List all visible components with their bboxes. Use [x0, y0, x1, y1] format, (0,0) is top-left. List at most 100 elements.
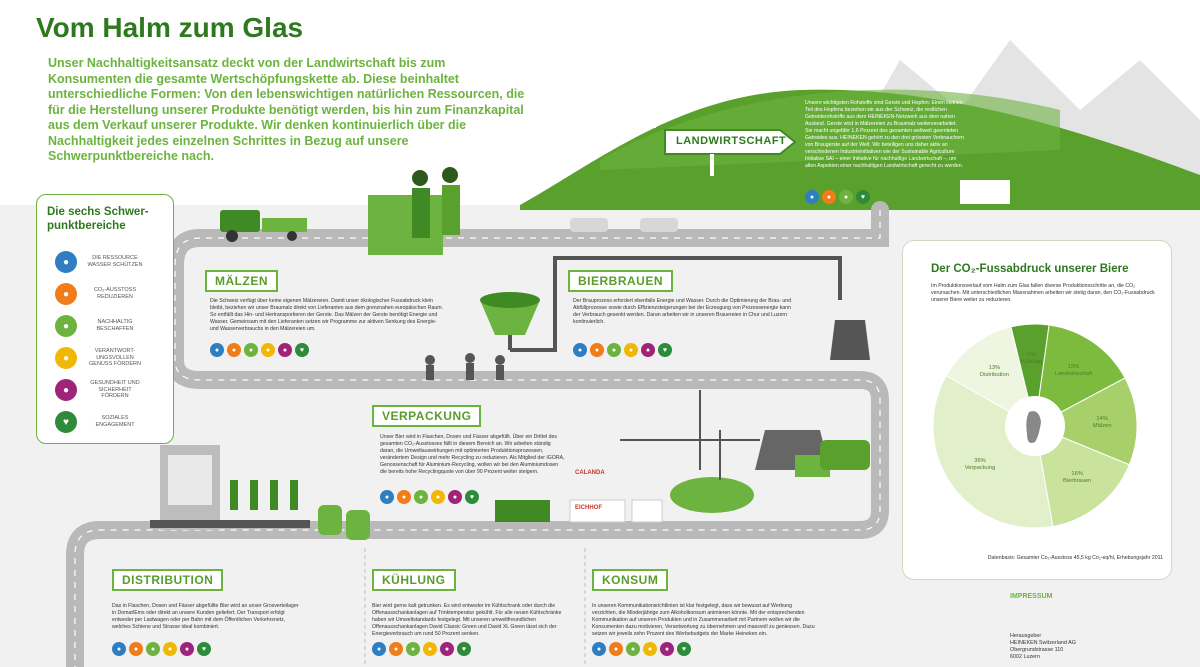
stage-text-distribution: Das in Flaschen, Dosen und Fässer abgefü… [112, 603, 299, 630]
footprint-icon: ● [389, 642, 403, 656]
heart-hands-icon: ♥ [677, 642, 691, 656]
stage-label-bierbrauen: BIERBRAUEN [568, 270, 674, 292]
legend-item-sourcing: ● NACHHALTIG BESCHAFFEN [55, 315, 145, 337]
stage-label-kuehlung: KÜHLUNG [372, 569, 456, 591]
stage-text-landwirtschaft: Unsere wichtigsten Rohstoffe sind Gerste… [805, 100, 964, 169]
pie-slice-landwirtschaft [1034, 324, 1126, 427]
glass-icon: ● [163, 642, 177, 656]
pie-label-kühlung: 6%Kühlung [1020, 351, 1043, 365]
focus-icons-verpackung: ● ● ● ● ● ♥ [380, 490, 479, 504]
glass-icon: ● [55, 347, 77, 369]
pie-label-landwirtschaft: 15%Landwirtschaft [1054, 363, 1093, 377]
impressum-title: IMPRESSUM [1010, 593, 1053, 600]
cars [570, 218, 678, 232]
legend-item-responsible: ● VERANTWORT-UNGSVOLLEN GENUSS FÖRDERN [55, 347, 145, 369]
intro-text: Unser Nachhaltigkeitsansatz deckt von de… [48, 56, 525, 163]
pie-slice-distribution [945, 326, 1036, 428]
stage-label-maelzen: MÄLZEN [205, 270, 278, 292]
glass-icon: ● [261, 343, 275, 357]
landwirtschaft-sign-shape [664, 129, 797, 155]
water-drop-icon: ● [372, 642, 386, 656]
road [66, 201, 889, 667]
tractor-hill [690, 78, 716, 92]
bottling-line [150, 445, 370, 540]
stage-label-verpackung: VERPACKUNG [372, 405, 482, 427]
brewing-tanks [670, 320, 870, 513]
co2-pie-chart [932, 323, 1138, 529]
water-drop-icon: ● [380, 490, 394, 504]
page-title: Vom Halm zum Glas [36, 12, 304, 43]
tractor [220, 210, 307, 242]
hop-icon: ● [607, 343, 621, 357]
water-drop-icon: ● [592, 642, 606, 656]
focus-icons-konsum: ● ● ● ● ● ♥ [592, 642, 691, 656]
pie-label-bierbrauen: 16%Bierbrauen [1063, 471, 1092, 485]
stage-label-konsum: KONSUM [592, 569, 669, 591]
legend-item-health: ● GESUNDHEIT UND SICHERHEIT FÖRDERN [55, 379, 145, 401]
glass-icon: ● [624, 343, 638, 357]
stage-text-konsum: In unseren Kommunikationsrichtlinien ist… [592, 603, 815, 637]
water-drop-icon: ● [210, 343, 224, 357]
footprint-icon [1026, 411, 1041, 443]
glass-icon: ● [643, 642, 657, 656]
stage-label-distribution: DISTRIBUTION [112, 569, 224, 591]
stage-text-maelzen: Die Schweiz verfügt über keine eigenen M… [210, 298, 443, 332]
co2-title: Der CO₂-Fussabdruck unserer Biere [931, 263, 1129, 275]
heart-hands-icon: ♥ [856, 190, 870, 204]
legend-title: Die sechs Schwer-punktbereiche [47, 206, 149, 232]
footprint-icon: ● [227, 343, 241, 357]
heart-hands-icon: ♥ [658, 343, 672, 357]
pie-slice-verpackung [932, 375, 1054, 529]
co2-footprint-card: Der CO₂-Fussabdruck unserer Biere Im Pro… [902, 240, 1172, 580]
legend-item-social: ♥ SOZIALES ENGAGEMENT [55, 411, 145, 433]
focus-icons-landwirtschaft: ● ● ● ♥ [805, 190, 870, 204]
footprint-icon: ● [822, 190, 836, 204]
heart-hands-icon: ♥ [197, 642, 211, 656]
pie-slice-bierbrauen [1034, 425, 1131, 528]
shield-icon: ● [180, 642, 194, 656]
hop-icon: ● [406, 642, 420, 656]
pie-slice-mälzen [1033, 377, 1138, 466]
shield-icon: ● [440, 642, 454, 656]
hop-icon: ● [55, 315, 77, 337]
legend-item-water: ● DIE RESSOURCE WASSER SCHÜTZEN [55, 251, 145, 273]
co2-description: Im Produktionsverlauf vom Halm zum Glas … [931, 283, 1155, 303]
stage-text-verpackung: Unser Bier wird in Flaschen, Dosen und F… [380, 434, 565, 475]
shield-icon: ● [55, 379, 77, 401]
co2-source: Datenbasis: Gesamter Co₂-Ausstoss 45,5 k… [987, 555, 1163, 561]
glass-icon: ● [423, 642, 437, 656]
shield-icon: ● [641, 343, 655, 357]
focus-icons-maelzen: ● ● ● ● ● ♥ [210, 343, 309, 357]
harvester [960, 180, 1010, 204]
shield-icon: ● [448, 490, 462, 504]
hop-icon: ● [626, 642, 640, 656]
malting-equipment [480, 256, 842, 352]
heart-hands-icon: ♥ [55, 411, 77, 433]
focus-icons-kuehlung: ● ● ● ● ● ♥ [372, 642, 471, 656]
footprint-icon: ● [609, 642, 623, 656]
glass-icon: ● [431, 490, 445, 504]
stage-text-kuehlung: Bier wird gerne kalt getrunken. Es wird … [372, 603, 562, 637]
water-drop-icon: ● [805, 190, 819, 204]
brand-calanda: CALANDA [575, 470, 605, 476]
footprint-icon: ● [129, 642, 143, 656]
focus-icons-distribution: ● ● ● ● ● ♥ [112, 642, 211, 656]
farmers [368, 167, 460, 255]
stage-text-bierbrauen: Der Brauprozess erfordert ebenfalls Ener… [573, 298, 792, 325]
pie-label-distribution: 13%Distribution [979, 365, 1009, 379]
footprint-icon: ● [590, 343, 604, 357]
hop-icon: ● [146, 642, 160, 656]
heart-hands-icon: ♥ [465, 490, 479, 504]
impressum-text: Herausgeber HEINEKEN Switzerland AG Ober… [1010, 633, 1076, 660]
legend-item-co2: ● CO₂-AUSSTOSS REDUZIEREN [55, 283, 145, 305]
pie-label-mälzen: 14%Mälzen [1092, 415, 1112, 429]
focus-icons-bierbrauen: ● ● ● ● ● ♥ [573, 343, 672, 357]
shield-icon: ● [660, 642, 674, 656]
heart-hands-icon: ♥ [295, 343, 309, 357]
focus-areas-legend: Die sechs Schwer-punktbereiche ● DIE RES… [36, 194, 174, 444]
stage-label-landwirtschaft: LANDWIRTSCHAFT [676, 135, 787, 147]
hop-icon: ● [839, 190, 853, 204]
workers [425, 353, 505, 380]
beer-crates [495, 499, 663, 523]
